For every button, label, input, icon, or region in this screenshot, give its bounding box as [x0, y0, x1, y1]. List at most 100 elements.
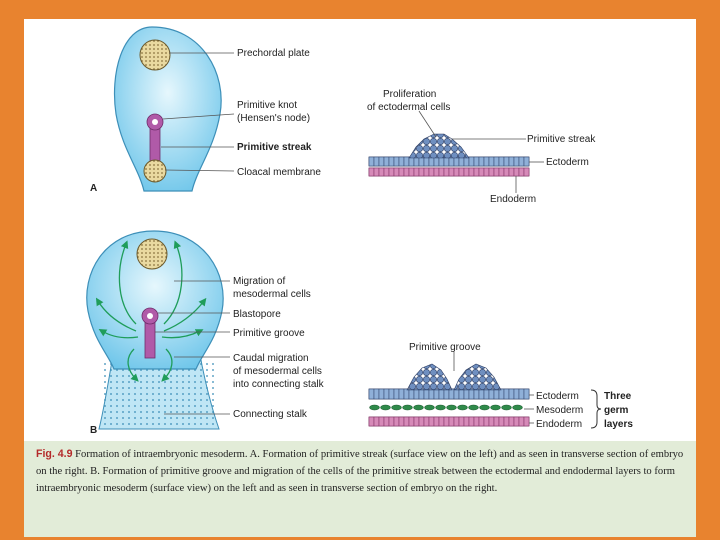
ectoderm-cell	[443, 388, 450, 400]
label-primitive-streak-a: Primitive streak	[237, 142, 312, 153]
endoderm-cell	[438, 416, 445, 427]
label-layers: layers	[604, 419, 633, 430]
endoderm-cell	[373, 416, 380, 427]
ectoderm-cell	[423, 388, 430, 400]
endoderm-cell	[458, 167, 465, 177]
label-ectodermal-cells: of ectodermal cells	[367, 102, 450, 113]
mesoderm-cell	[391, 404, 402, 411]
endoderm-cell	[493, 167, 500, 177]
endoderm-cell	[523, 167, 530, 177]
endoderm-cell	[438, 167, 445, 177]
ectoderm-cell	[523, 388, 530, 400]
ectoderm-cell	[413, 156, 420, 167]
ectoderm-cell	[513, 156, 520, 167]
ectoderm-cell	[398, 388, 405, 400]
endoderm-cell	[463, 167, 470, 177]
endoderm-cell	[483, 167, 490, 177]
endoderm-cell	[388, 416, 395, 427]
ectoderm-cell	[383, 388, 390, 400]
label-endoderm-b: Endoderm	[536, 419, 582, 430]
figure-number: Fig. 4.9	[36, 448, 73, 460]
panel-b-embryo	[86, 230, 224, 430]
ectoderm-cell	[388, 388, 395, 400]
embryonic-disc-a	[113, 26, 222, 192]
mesoderm-cell	[413, 404, 424, 411]
ectoderm-cell	[458, 156, 465, 167]
endoderm-cell	[468, 167, 475, 177]
caption-box: Fig. 4.9 Formation of intraembryonic mes…	[24, 441, 696, 537]
endoderm-cell	[423, 167, 430, 177]
endoderm-cell	[453, 167, 460, 177]
ectoderm-cell	[493, 388, 500, 400]
label-mesoderm-b: Mesoderm	[536, 405, 583, 416]
ectoderm-cell	[393, 156, 400, 167]
ectoderm-cell	[378, 156, 385, 167]
ectoderm-cell	[408, 388, 415, 400]
ectoderm-cell	[403, 388, 410, 400]
endoderm-cell	[393, 416, 400, 427]
endoderm-cell	[398, 167, 405, 177]
endoderm-cell	[488, 167, 495, 177]
ectoderm-cell	[508, 388, 515, 400]
streak-cell-mound-b-right	[453, 363, 502, 391]
mesoderm-cell	[435, 404, 446, 411]
endoderm-cell	[473, 167, 480, 177]
mesoderm-cell	[501, 404, 512, 411]
ectoderm-cell	[398, 156, 405, 167]
endoderm-cell	[408, 416, 415, 427]
endoderm-cell	[498, 416, 505, 427]
label-primitive-groove-b: Primitive groove	[233, 328, 305, 339]
endoderm-cell	[403, 416, 410, 427]
endoderm-cell	[423, 416, 430, 427]
mesoderm-cell	[424, 404, 435, 411]
prechordal-plate-b	[136, 238, 168, 270]
label-primitive-streak-section: Primitive streak	[527, 134, 596, 145]
endoderm-cell	[478, 416, 485, 427]
ectoderm-cell	[513, 388, 520, 400]
label-endoderm-a: Endoderm	[490, 194, 536, 205]
endoderm-cell	[373, 167, 380, 177]
endoderm-cell	[473, 416, 480, 427]
ectoderm-cell	[373, 388, 380, 400]
ectoderm-cell	[518, 388, 525, 400]
ectoderm-cell	[438, 156, 445, 167]
endoderm-cell	[513, 416, 520, 427]
ectoderm-cell	[368, 156, 375, 167]
endoderm-cell	[378, 416, 385, 427]
endoderm-cell	[448, 167, 455, 177]
ectoderm-cell	[428, 156, 435, 167]
endoderm-cell	[493, 416, 500, 427]
endoderm-cell	[453, 416, 460, 427]
label-germ: germ	[604, 405, 629, 416]
endoderm-cell	[443, 167, 450, 177]
panel-b-letter: B	[90, 425, 97, 436]
endoderm-cell	[433, 416, 440, 427]
endoderm-cell	[483, 416, 490, 427]
slide: Prechordal plate Primitive knot (Hensen'…	[24, 19, 696, 537]
endoderm-cell	[408, 167, 415, 177]
label-hensens-node: (Hensen's node)	[237, 113, 310, 124]
label-ectoderm-b: Ectoderm	[536, 391, 579, 402]
ectoderm-cell	[478, 388, 485, 400]
ectoderm-cell	[448, 388, 455, 400]
endoderm-cell	[458, 416, 465, 427]
endoderm-cell	[478, 167, 485, 177]
label-migration: Migration of	[233, 276, 285, 287]
germ-layers-brace	[590, 389, 602, 429]
embryo-figure: Prechordal plate Primitive knot (Hensen'…	[86, 26, 633, 436]
endoderm-cell	[413, 416, 420, 427]
mesoderm-cell	[457, 404, 468, 411]
caption-text: Formation of intraembryonic mesoderm. A.…	[36, 449, 684, 494]
ectoderm-cell	[418, 388, 425, 400]
section-a	[368, 133, 530, 177]
ectoderm-cell	[468, 156, 475, 167]
endoderm-cell	[413, 167, 420, 177]
ectoderm-cell	[453, 156, 460, 167]
ectoderm-cell	[373, 156, 380, 167]
ectoderm-cell	[473, 388, 480, 400]
ectoderm-cell	[473, 156, 480, 167]
label-connecting-stalk: Connecting stalk	[233, 409, 308, 420]
endoderm-cell	[468, 416, 475, 427]
ectoderm-cell	[408, 156, 415, 167]
ectoderm-cell	[413, 388, 420, 400]
